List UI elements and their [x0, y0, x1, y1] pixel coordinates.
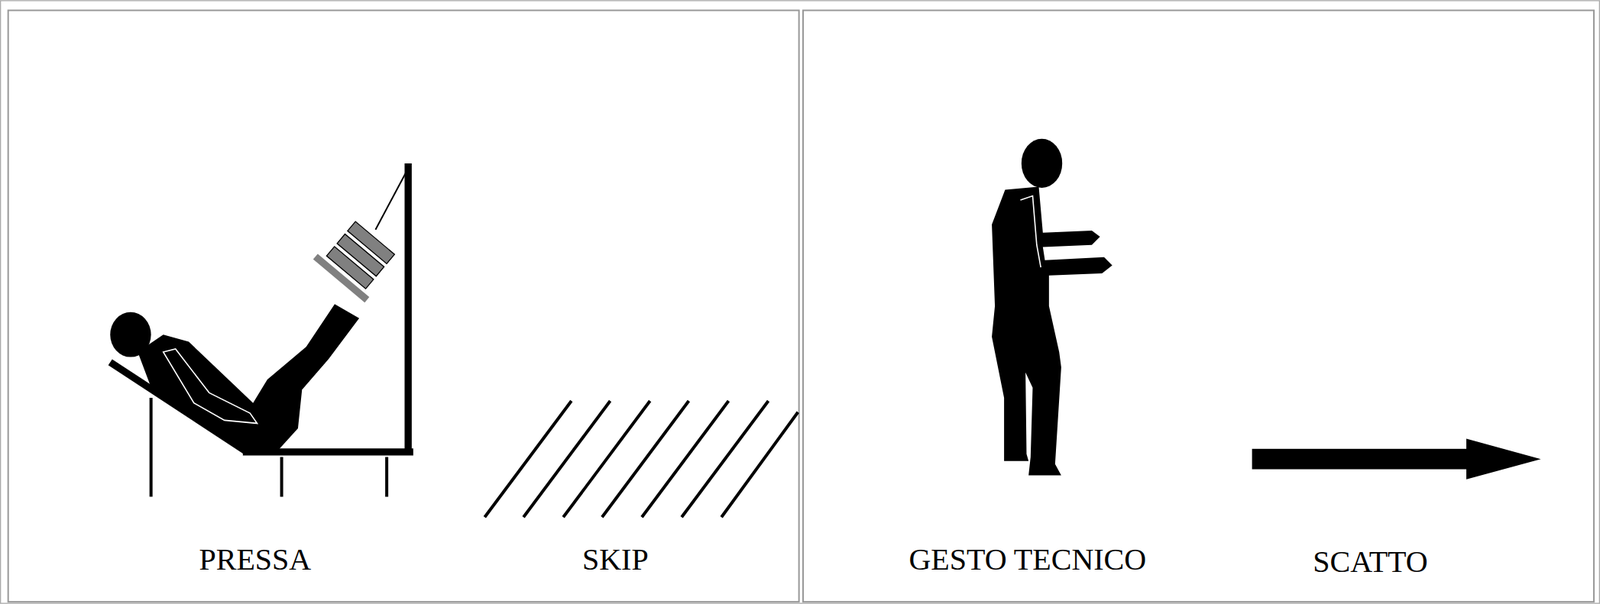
left-panel — [8, 10, 800, 603]
caption-label: PRESSA — [198, 544, 311, 576]
caption-label: SKIP — [582, 544, 649, 576]
caption-label: GESTO TECNICO — [908, 544, 1147, 576]
leg-press-machine — [110, 163, 414, 498]
skip-lines — [484, 401, 798, 518]
sprint-arrow — [1252, 438, 1542, 480]
athlete-figure — [991, 139, 1113, 477]
right-panel — [803, 10, 1594, 603]
caption-label: SCATTO — [1312, 547, 1428, 578]
